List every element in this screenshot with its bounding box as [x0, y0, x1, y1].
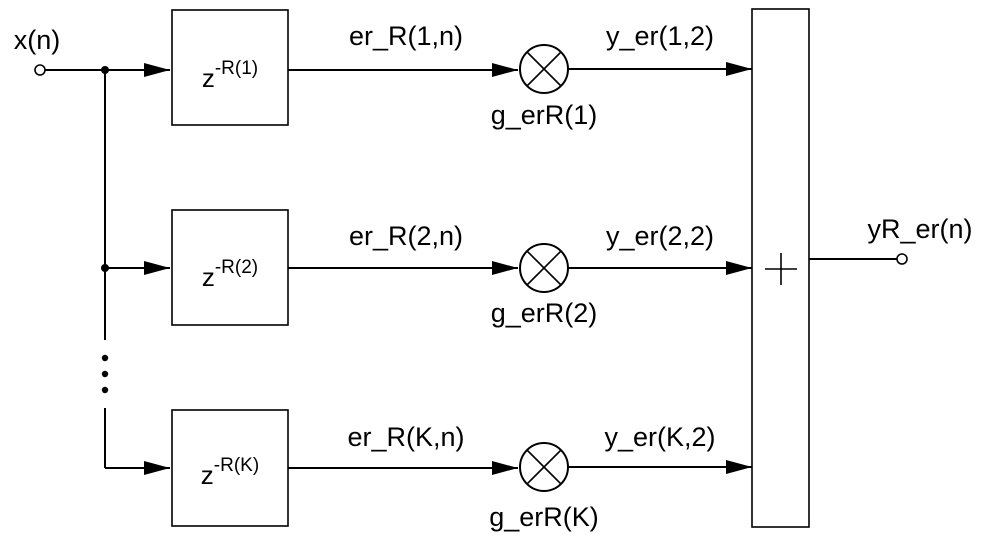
output-terminal: [896, 253, 908, 265]
delay-label-2: z-R(2): [202, 257, 258, 292]
output-label-k: y_er(K,2): [604, 422, 715, 452]
signal-label-2: er_R(2,n): [349, 221, 463, 251]
branch-2: z-R(2) er_R(2,n) g_erR(2) y_er(2,2): [105, 209, 752, 328]
gain-label-2: g_erR(2): [491, 298, 598, 328]
input-terminal: [34, 64, 46, 76]
delay-label-1: z-R(1): [202, 58, 258, 93]
gain-label-k: g_erR(K): [489, 502, 599, 532]
delay-block-2: [171, 209, 289, 326]
input-label: x(n): [14, 25, 61, 55]
branch-k: z-R(K) er_R(K,n) g_erR(K) y_er(K,2): [105, 409, 752, 532]
multiplier-k: [519, 442, 569, 492]
delay-label-k: z-R(K): [201, 455, 259, 490]
branch-1: z-R(1) er_R(1,n) g_erR(1) y_er(1,2): [105, 9, 752, 130]
multiplier-1: [519, 44, 569, 94]
signal-label-1: er_R(1,n): [349, 21, 463, 51]
output-label: yR_er(n): [867, 214, 972, 244]
output-label-2: y_er(2,2): [606, 221, 714, 251]
delay-block-1: [171, 9, 289, 126]
multiplier-2: [519, 243, 569, 293]
ellipsis-vertical: [101, 354, 109, 394]
signal-label-k: er_R(K,n): [347, 422, 464, 452]
output-label-1: y_er(1,2): [606, 21, 714, 51]
summer-block: [751, 8, 810, 528]
delay-block-k: [171, 409, 289, 527]
gain-label-1: g_erR(1): [491, 100, 598, 130]
